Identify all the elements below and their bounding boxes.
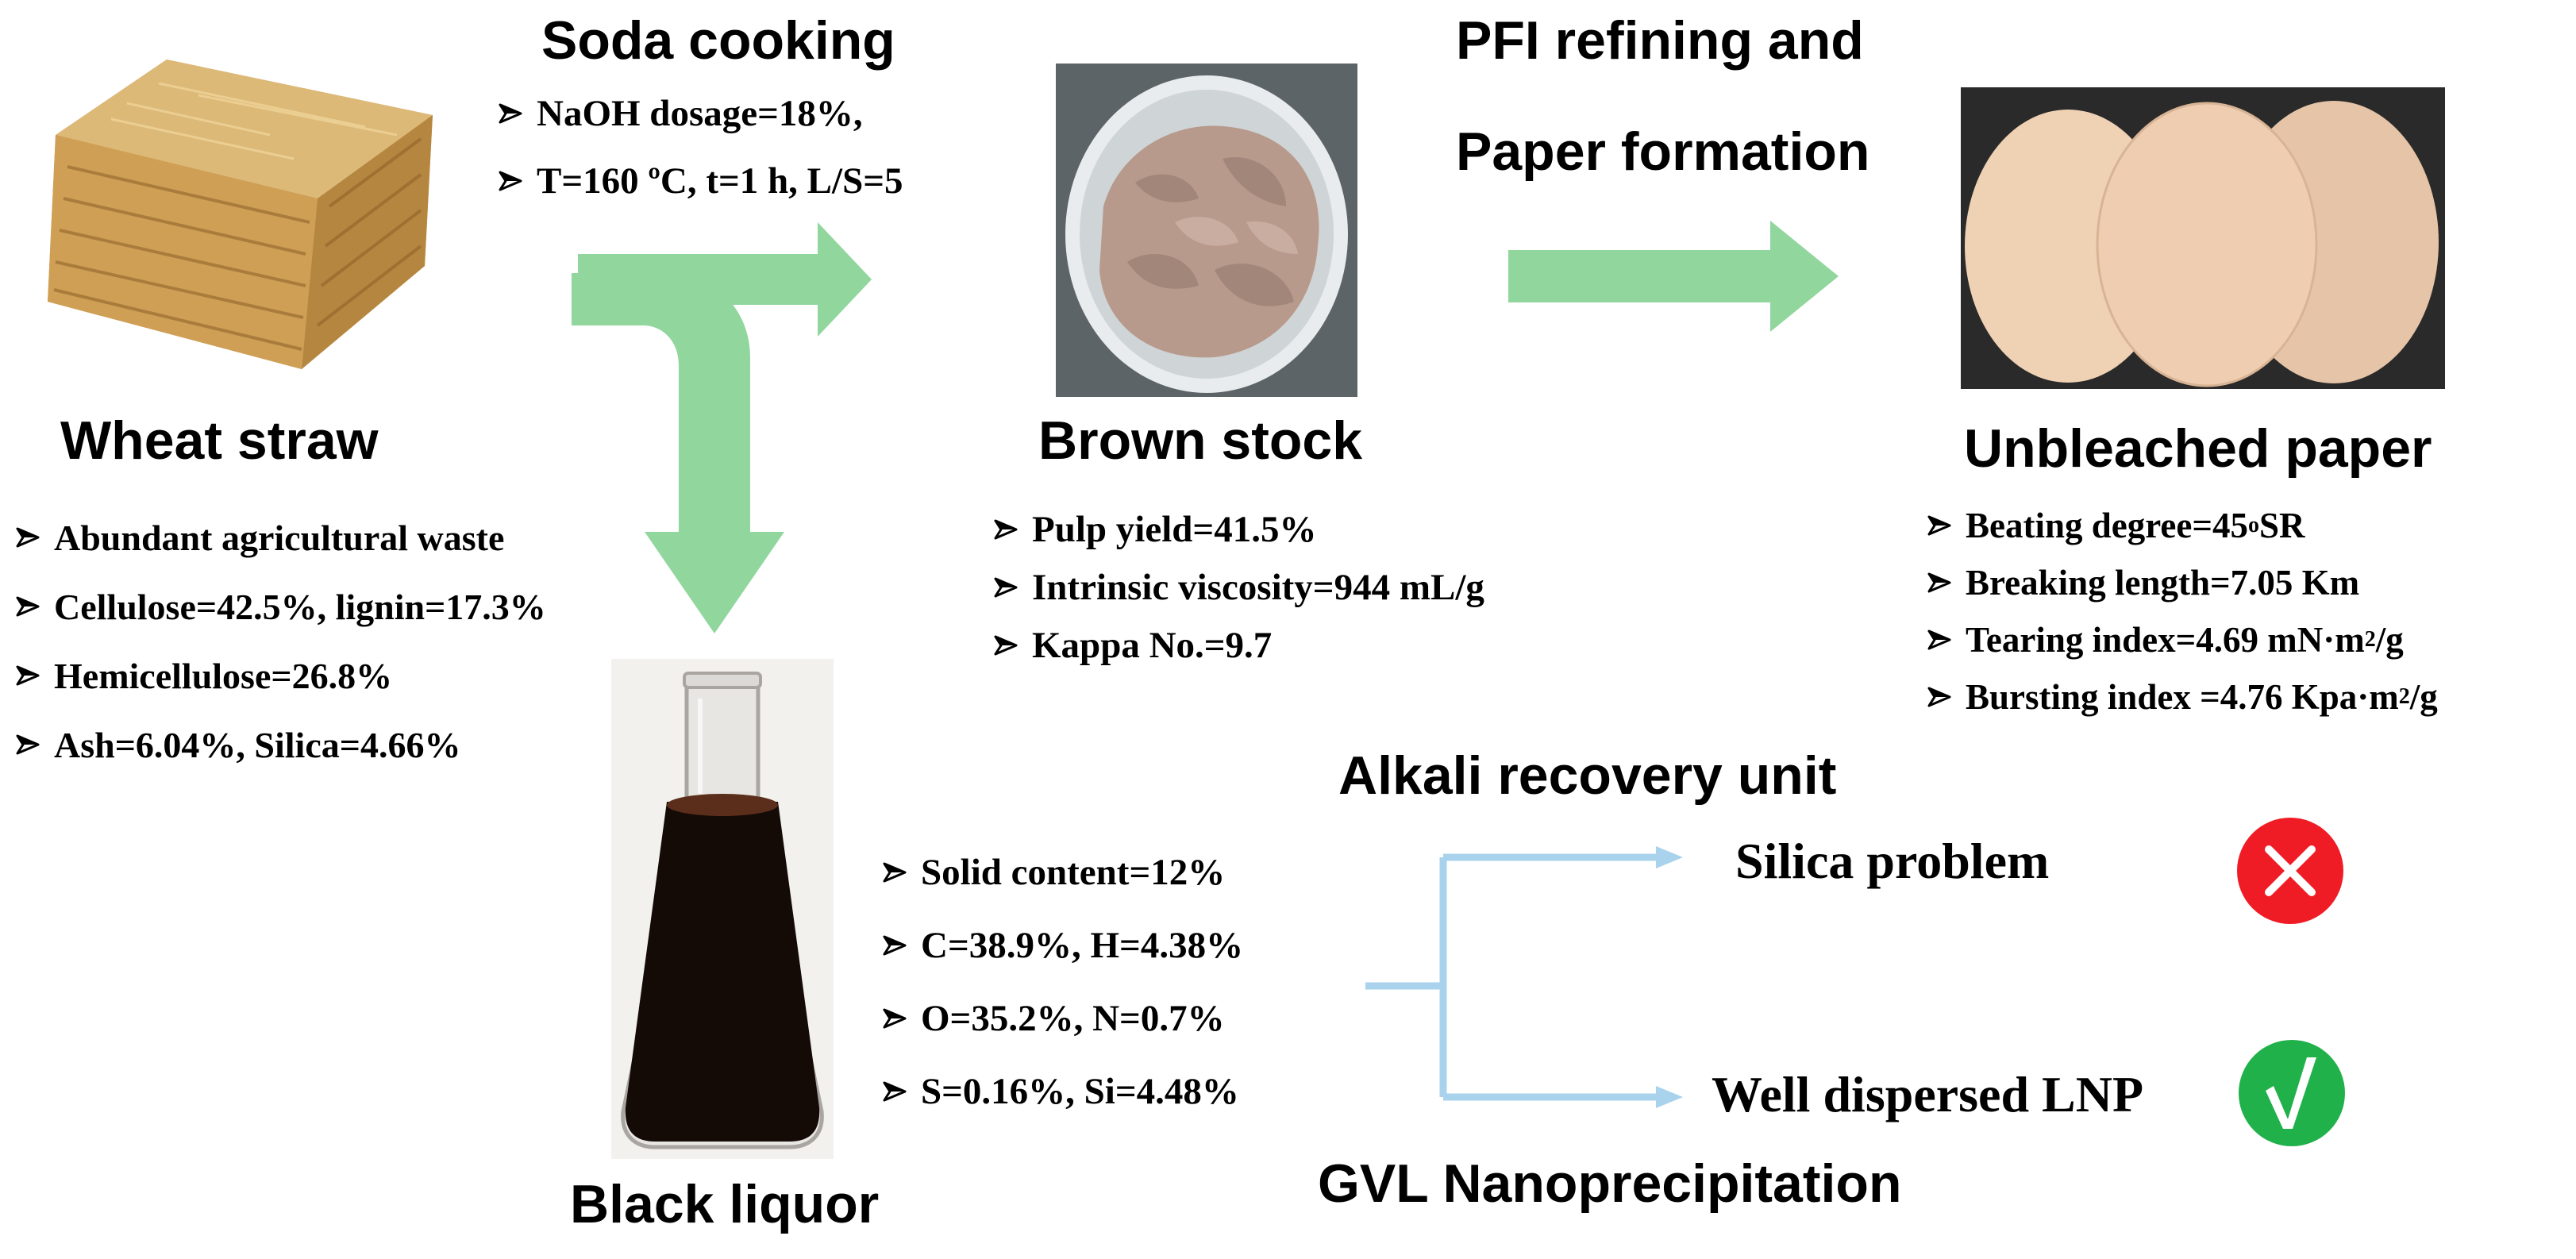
black-liquor-flask-image (611, 659, 834, 1159)
silica-problem-label: Silica problem (1735, 833, 2050, 889)
bullet-arrow-icon (883, 861, 907, 884)
list-item: NaOH dosage=18%, (499, 86, 903, 141)
bullet-arrow-icon (883, 1007, 907, 1030)
bullet-arrow-icon (1927, 571, 1951, 595)
black-liquor-flow-arrow (572, 273, 784, 633)
bullet-arrow-icon (994, 576, 1018, 599)
bullet-arrow-icon (994, 518, 1018, 541)
list-item: Cellulose=42.5%, lignin=17.3% (16, 579, 546, 634)
branch-arrows (1365, 846, 1683, 1108)
list-item: O=35.2%, N=0.7% (883, 991, 1243, 1046)
bullet-arrow-icon (16, 664, 40, 687)
list-item: S=0.16%, Si=4.48% (883, 1064, 1243, 1119)
list-item: Solid content=12% (883, 845, 1243, 900)
paper-formation-title: Paper formation (1456, 121, 1870, 182)
list-item: C=38.9%, H=4.38% (883, 918, 1243, 973)
list-item: Breaking length=7.05 Km (1927, 556, 2438, 610)
wheat-straw-bale-image (48, 60, 433, 369)
bullet-arrow-icon (1927, 685, 1951, 709)
pfi-refining-flow-arrow (1508, 221, 1839, 332)
bullet-arrow-icon (883, 1080, 907, 1103)
list-item: Kappa No.=9.7 (994, 618, 1484, 673)
list-item: Pulp yield=41.5% (994, 502, 1484, 557)
list-item: Abundant agricultural waste (16, 510, 546, 565)
black-liquor-properties: Solid content=12% C=38.9%, H=4.38% O=35.… (883, 845, 1243, 1119)
bullet-arrow-icon (16, 526, 40, 549)
bullet-arrow-icon (883, 934, 907, 957)
pfi-refining-title: PFI refining and (1456, 10, 1864, 71)
list-item: T=160 ºC, t=1 h, L/S=5 (499, 153, 903, 209)
brown-stock-title: Brown stock (1038, 410, 1363, 471)
soda-cooking-conditions: NaOH dosage=18%, T=160 ºC, t=1 h, L/S=5 (499, 86, 903, 209)
unbleached-paper-image (1961, 87, 2445, 389)
alkali-recovery-title: Alkali recovery unit (1338, 745, 1837, 806)
unbleached-paper-title: Unbleached paper (1964, 418, 2432, 479)
bullet-arrow-icon (16, 595, 40, 618)
soda-cooking-flow-arrow (578, 222, 872, 337)
black-liquor-title: Black liquor (570, 1174, 880, 1234)
bullet-arrow-icon (1927, 628, 1951, 652)
brown-stock-image (1056, 64, 1357, 397)
list-item: Ash=6.04%, Silica=4.66% (16, 717, 546, 772)
bullet-arrow-icon (499, 102, 522, 125)
list-item: Intrinsic viscosity=944 mL/g (994, 560, 1484, 615)
wheat-straw-properties: Abundant agricultural waste Cellulose=42… (16, 510, 546, 772)
list-item: Hemicellulose=26.8% (16, 648, 546, 703)
gvl-nanoprecipitation-title: GVL Nanoprecipitation (1318, 1153, 1902, 1214)
bullet-arrow-icon (16, 733, 40, 757)
bullet-arrow-icon (1927, 514, 1951, 537)
well-dispersed-lnp-label: Well dispersed LNP (1712, 1066, 2144, 1122)
bullet-arrow-icon (994, 633, 1018, 657)
bullet-arrow-icon (499, 169, 522, 193)
check-icon (2239, 1040, 2345, 1146)
brown-stock-properties: Pulp yield=41.5% Intrinsic viscosity=944… (994, 502, 1484, 673)
soda-cooking-title: Soda cooking (541, 10, 895, 71)
cross-icon (2237, 818, 2343, 924)
wheat-straw-title: Wheat straw (60, 410, 379, 471)
